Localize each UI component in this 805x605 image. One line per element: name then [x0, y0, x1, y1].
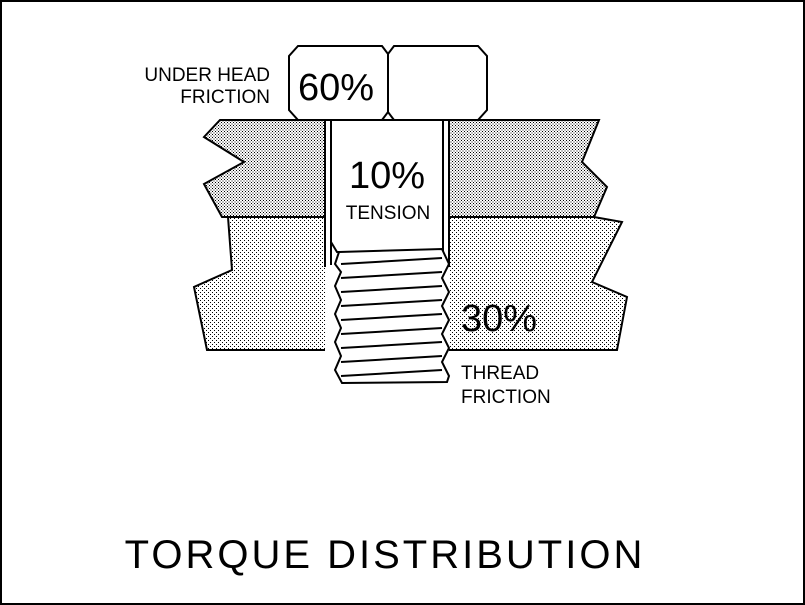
- under-head-label-line1: UNDER HEAD: [144, 65, 270, 86]
- tension-label: TENSION: [346, 203, 430, 224]
- thread-label-line1: THREAD: [461, 363, 539, 384]
- under-head-percent: 60%: [298, 67, 374, 109]
- bolt-threads: [333, 247, 451, 385]
- under-head-label-line2: FRICTION: [180, 87, 270, 108]
- thread-percent: 30%: [461, 298, 537, 340]
- diagram-title: TORQUE DISTRIBUTION: [125, 533, 646, 577]
- tension-percent: 10%: [349, 155, 425, 197]
- thread-label-line2: FRICTION: [461, 387, 551, 408]
- bolt-head: [288, 45, 488, 121]
